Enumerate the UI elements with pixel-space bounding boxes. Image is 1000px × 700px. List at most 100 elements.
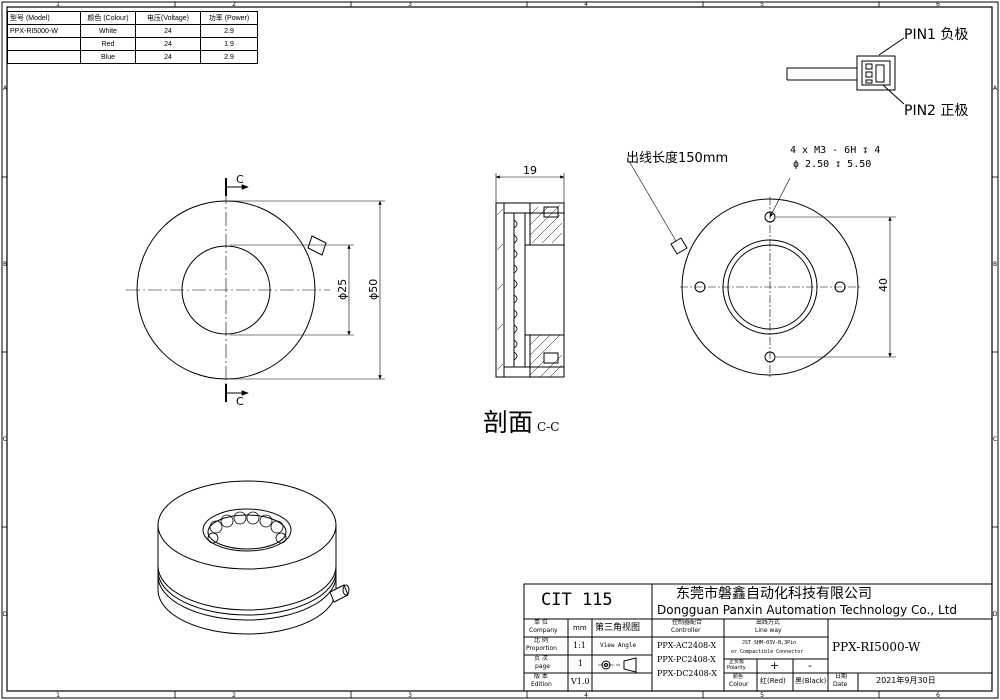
controller-header: 控制器配合 (672, 619, 703, 626)
colour-black: 黑(Black) (795, 677, 827, 685)
col-label: 5 (760, 1, 764, 8)
lineway-header: 出线方式 (756, 619, 781, 626)
cell-colour: White (80, 24, 136, 38)
cell-colour: Blue (80, 50, 136, 64)
row-label: A (3, 85, 8, 92)
col-label: 1 (56, 692, 60, 699)
row-label: A (993, 85, 998, 92)
col-label: 2 (232, 692, 236, 699)
projection-label: 第三角视图 (595, 623, 641, 633)
polarity-label: 正负极 (729, 659, 745, 665)
col-label: 3 (408, 1, 412, 8)
edition-value: V1.0 (571, 677, 590, 686)
table-row: Red 24 1.9 (7, 37, 258, 51)
model-number: PPX-RI5000-W (832, 640, 921, 654)
spec-table: 型号 (Model) 颜色 (Colour) 电压(Voltage) 功率 (P… (7, 11, 258, 64)
controller-2: PPX-PC2408-X (657, 655, 716, 664)
colour-red: 红(Red) (760, 677, 786, 685)
date-label-en: Date (833, 681, 848, 688)
pin1-label: PIN1 负极 (904, 27, 969, 43)
lineway-line1: JST SHM-03V-B,3Pin (742, 640, 797, 646)
header-colour: 颜色 (Colour) (80, 11, 136, 25)
cell-power: 2.9 (200, 24, 258, 38)
cell-voltage: 24 (135, 24, 201, 38)
polarity-label-en: Polarity (727, 665, 746, 671)
drawing-number: CIT 115 (541, 590, 613, 610)
unit-label-en: Company (529, 627, 558, 634)
cell-model: PPX-RI5000-W (7, 24, 81, 38)
sheet-zone-labels: 1 2 3 4 5 6 1 2 3 4 5 6 A B C D A B C D (3, 1, 998, 699)
cell-voltage: 24 (135, 50, 201, 64)
cell-colour: Red (80, 37, 136, 51)
scale-value: 1:1 (573, 641, 586, 650)
section-title-main: 剖面 (483, 408, 534, 437)
col-label: 4 (584, 692, 588, 699)
cell-power: 1.9 (200, 37, 258, 51)
dim-outer-diameter: ϕ50 (367, 279, 380, 300)
pin2-label: PIN2 正极 (904, 103, 969, 119)
unit-value: mm (573, 624, 587, 632)
cell-power: 2.9 (200, 50, 258, 64)
header-power: 功率 (Power) (200, 11, 258, 25)
row-label: C (3, 436, 7, 443)
lineway-header-en: Line way (755, 627, 782, 634)
date-label: 日期 (835, 673, 848, 680)
dim-inner-diameter: ϕ25 (336, 279, 349, 300)
polarity-minus: - (808, 659, 812, 672)
section-mark-top: C (236, 173, 244, 186)
dim-hole-spacing: 40 (877, 278, 890, 292)
section-view (495, 173, 565, 378)
scale-label: 比 例 (534, 637, 548, 644)
table-row: Blue 24 2.9 (7, 50, 258, 64)
page-label-en: page (535, 663, 550, 670)
polarity-plus: + (770, 659, 780, 672)
spec-table-header: 型号 (Model) 颜色 (Colour) 电压(Voltage) 功率 (P… (7, 11, 258, 25)
col-label: 3 (408, 692, 412, 699)
lineway-line2: or Compactible Connector (731, 649, 804, 655)
connector-drawing (786, 37, 905, 105)
view-angle-label: View Angle (600, 642, 637, 649)
page-value: 1 (578, 659, 584, 668)
cell-model (7, 50, 81, 64)
cable-length-note: 出线长度150mm (626, 150, 728, 166)
col-label: 6 (936, 1, 940, 8)
hole-note-line1: 4 x M3 - 6H ↧ 4 (790, 145, 880, 156)
row-label: D (3, 611, 8, 618)
table-row: PPX-RI5000-W White 24 2.9 (7, 24, 258, 38)
front-view (126, 178, 385, 402)
colour-label: 颜色 (733, 674, 744, 680)
unit-label: 单 位 (534, 619, 548, 626)
title-block (523, 583, 993, 692)
date-value: 2021年9月30日 (876, 676, 936, 685)
row-label: C (993, 436, 997, 443)
cell-voltage: 24 (135, 37, 201, 51)
header-voltage: 电压(Voltage) (135, 11, 201, 25)
header-model: 型号 (Model) (7, 11, 81, 25)
colour-label-en: Colour (729, 681, 749, 688)
edition-label-en: Edition (531, 681, 552, 688)
scale-label-en: Proportion (526, 645, 557, 652)
dim-width: 19 (523, 164, 537, 177)
row-label: B (3, 261, 7, 268)
row-label: D (993, 611, 998, 618)
controller-header-en: Controller (671, 627, 701, 634)
hole-note-line2: ϕ 2.50 ↧ 5.50 (793, 159, 871, 170)
isometric-view (157, 480, 350, 635)
col-label: 4 (584, 1, 588, 8)
controller-3: PPX-DC2408-X (657, 669, 717, 678)
col-label: 6 (936, 692, 940, 699)
col-label: 5 (760, 692, 764, 699)
rear-view (628, 160, 896, 377)
controller-1: PPX-AC2408-X (657, 641, 717, 650)
col-label: 2 (232, 1, 236, 8)
edition-label: 版 本 (534, 673, 548, 680)
company-name-cn: 东莞市磐鑫自动化科技有限公司 (676, 586, 872, 602)
col-label: 1 (56, 1, 60, 8)
cell-model (7, 37, 81, 51)
section-title-suffix: C-C (537, 420, 560, 434)
page-label: 页 次 (534, 655, 548, 662)
section-mark-bottom: C (236, 395, 244, 408)
